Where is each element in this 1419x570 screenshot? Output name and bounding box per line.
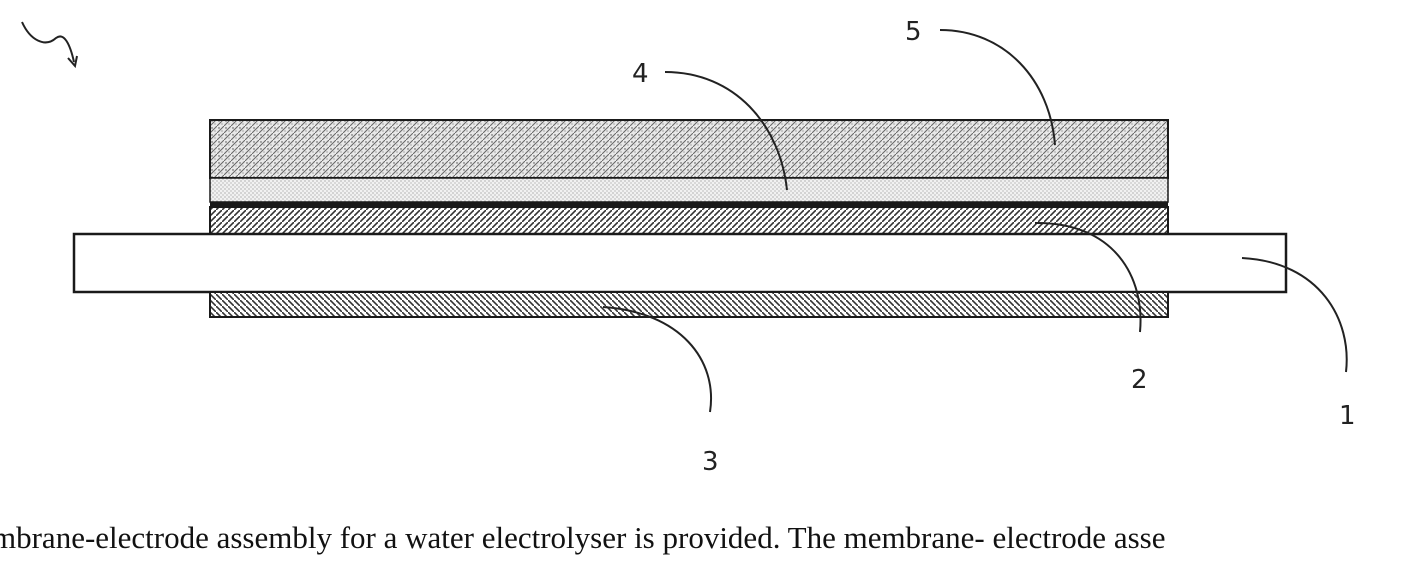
label-2: 2 xyxy=(1131,365,1148,395)
mea-diagram: 5 4 2 1 3 xyxy=(0,0,1419,520)
gas-diffusion-layer xyxy=(210,120,1168,178)
cathode-catalyst-layer xyxy=(210,292,1168,317)
porous-transport-layer xyxy=(210,178,1168,202)
leader-line-3 xyxy=(603,307,711,412)
label-4: 4 xyxy=(632,59,649,89)
abstract-caption: mbrane-electrode assembly for a water el… xyxy=(0,518,1419,558)
label-1: 1 xyxy=(1339,401,1356,431)
label-3: 3 xyxy=(702,447,719,477)
label-5: 5 xyxy=(905,17,922,47)
anode-catalyst-layer xyxy=(210,207,1168,234)
reference-squiggle xyxy=(22,22,74,62)
